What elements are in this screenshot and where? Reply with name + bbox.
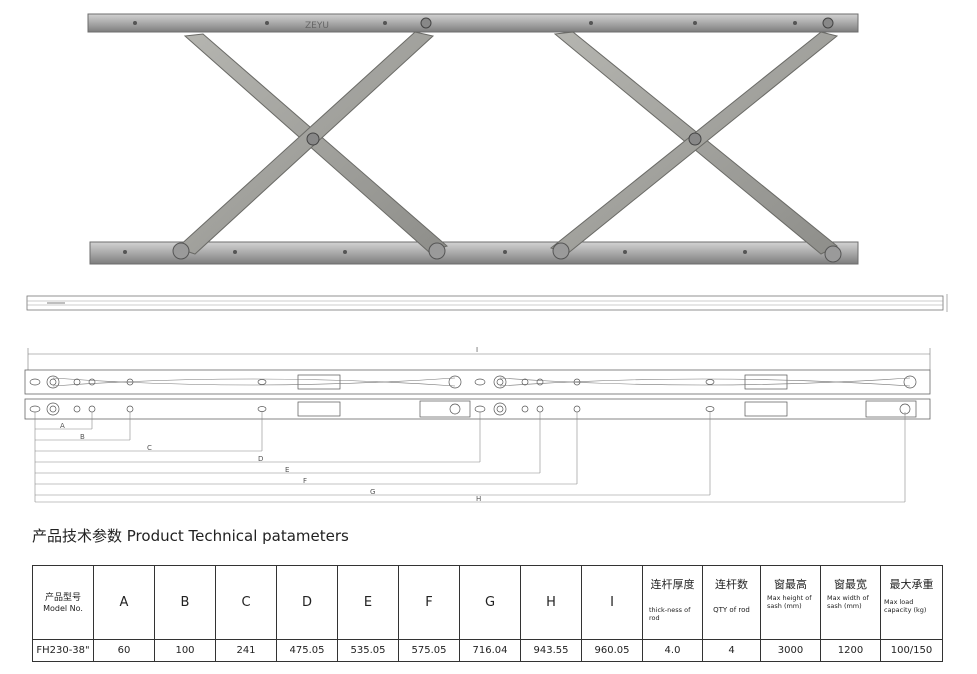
- dim-label-i: I: [476, 346, 478, 354]
- cell-load: 100/150: [880, 639, 943, 662]
- cell-f: 575.05: [398, 639, 460, 662]
- col-header-f: F: [398, 565, 460, 640]
- cell-d: 475.05: [276, 639, 338, 662]
- product-photo: ZEYU: [87, 13, 859, 265]
- cell-a: 60: [93, 639, 155, 662]
- bottom-rail: [89, 241, 859, 265]
- cell-h: 943.55: [520, 639, 582, 662]
- dim-label-c: C: [147, 444, 152, 452]
- arm: [176, 31, 435, 255]
- dim-label-h: H: [476, 495, 481, 503]
- dim-label-g: G: [370, 488, 375, 496]
- pivot: [552, 242, 570, 260]
- cell-model: FH230-38": [32, 639, 94, 662]
- cell-width: 1200: [820, 639, 881, 662]
- qty-header: 连杆数 QTY of rod: [702, 565, 761, 640]
- col-header-a: A: [93, 565, 155, 640]
- cell-i: 960.05: [581, 639, 643, 662]
- dim-label-f: F: [303, 477, 307, 485]
- pivot: [428, 242, 446, 260]
- col-header-d: D: [276, 565, 338, 640]
- col-header-c: C: [215, 565, 277, 640]
- cell-thickness: 4.0: [642, 639, 703, 662]
- cell-height: 3000: [760, 639, 821, 662]
- dim-label-b: B: [80, 433, 85, 441]
- pivot: [172, 242, 190, 260]
- cell-e: 535.05: [337, 639, 399, 662]
- col-header-i: I: [581, 565, 643, 640]
- cell-b: 100: [154, 639, 216, 662]
- top-rail: [87, 13, 859, 33]
- model-header: 产品型号 Model No.: [32, 565, 94, 640]
- spec-table: 产品型号 Model No. A B C D E F G H I 连杆厚度 th…: [32, 565, 943, 662]
- pivot: [822, 17, 834, 29]
- table-row: FH230-38" 60 100 241 475.05 535.05 575.0…: [32, 639, 943, 662]
- width-header: 窗最宽 Max width of sash (mm): [820, 565, 881, 640]
- height-header: 窗最高 Max height of sash (mm): [760, 565, 821, 640]
- col-header-b: B: [154, 565, 216, 640]
- dim-label-a: A: [60, 422, 65, 430]
- cell-g: 716.04: [459, 639, 521, 662]
- cell-qty: 4: [702, 639, 761, 662]
- thickness-header: 连杆厚度 thick-ness of rod: [642, 565, 703, 640]
- dimension-drawing: I: [24, 346, 931, 503]
- side-profile-drawing: [26, 294, 948, 312]
- cell-c: 241: [215, 639, 277, 662]
- col-header-e: E: [337, 565, 399, 640]
- brand-mark: ZEYU: [305, 21, 329, 31]
- section-heading: 产品技术参数 Product Technical patameters: [32, 527, 349, 545]
- dim-label-e: E: [285, 466, 289, 474]
- pivot: [688, 132, 702, 146]
- pivot: [824, 245, 842, 263]
- pivot: [420, 17, 432, 29]
- table-header-row: 产品型号 Model No. A B C D E F G H I 连杆厚度 th…: [32, 565, 943, 640]
- col-header-g: G: [459, 565, 521, 640]
- col-header-h: H: [520, 565, 582, 640]
- dim-label-d: D: [258, 455, 263, 463]
- pivot: [306, 132, 320, 146]
- load-header: 最大承重 Max load capacity (kg): [880, 565, 943, 640]
